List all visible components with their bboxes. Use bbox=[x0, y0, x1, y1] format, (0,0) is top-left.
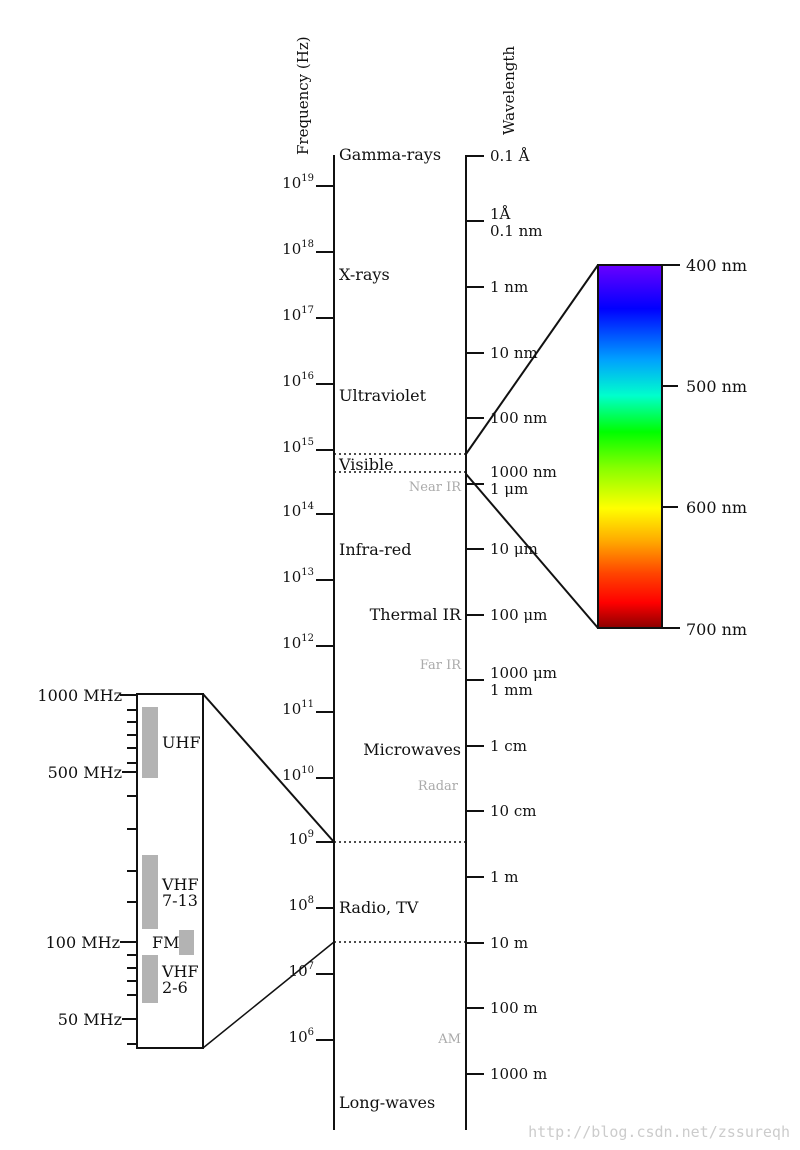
band-dividers bbox=[334, 453, 466, 943]
band-radio-tv: Radio, TV bbox=[339, 898, 419, 917]
freq-label: 1012 bbox=[282, 633, 314, 652]
watermark: http://blog.csdn.net/zssureqh bbox=[528, 1123, 790, 1141]
freq-label: 1019 bbox=[282, 173, 314, 192]
note-radar: Radar bbox=[418, 779, 459, 794]
uhf-bar bbox=[142, 707, 158, 778]
radio-label-500mhz: 500 MHz bbox=[48, 763, 122, 782]
wl-label: 100 nm bbox=[490, 409, 547, 427]
freq-label: 1011 bbox=[282, 699, 314, 718]
wl-label: 1 m bbox=[490, 868, 519, 886]
freq-label: 1013 bbox=[282, 567, 314, 586]
wl-label: 10 cm bbox=[490, 802, 536, 820]
wl-label: 10 m bbox=[490, 934, 528, 952]
band-x-rays: X-rays bbox=[339, 265, 390, 284]
wl-label: 0.1 nm bbox=[490, 222, 543, 240]
wl-label: 100 μm bbox=[490, 606, 547, 624]
note-near-ir: Near IR bbox=[409, 480, 462, 495]
band-long-waves: Long-waves bbox=[339, 1093, 435, 1112]
radio-label-1000mhz: 1000 MHz bbox=[37, 686, 122, 705]
sub-band-notes: Near IR Far IR Radar AM bbox=[409, 480, 462, 1047]
visible-spectrum-zoom: 400 nm 500 nm 600 nm 700 nm bbox=[465, 256, 747, 639]
wl-label: 1000 m bbox=[490, 1065, 547, 1083]
wl-label: 1 mm bbox=[490, 681, 533, 699]
wl-label: 100 m bbox=[490, 999, 538, 1017]
radio-label-50mhz: 50 MHz bbox=[58, 1010, 122, 1029]
frequency-axis-title: Frequency (Hz) bbox=[294, 36, 312, 155]
wavelength-axis-title: Wavelength bbox=[500, 46, 518, 135]
wl-label: 1 nm bbox=[490, 278, 528, 296]
radio-band-fm: FM bbox=[152, 933, 179, 952]
band-microwaves: Microwaves bbox=[363, 740, 461, 759]
radio-band-uhf: UHF bbox=[162, 733, 201, 752]
note-far-ir: Far IR bbox=[420, 658, 462, 673]
band-thermal-ir: Thermal IR bbox=[370, 605, 462, 624]
wl-label: 10 nm bbox=[490, 344, 538, 362]
wavelength-ticks bbox=[466, 155, 484, 1075]
band-gamma-rays: Gamma-rays bbox=[339, 145, 441, 164]
freq-label: 106 bbox=[289, 1027, 314, 1046]
freq-label: 108 bbox=[289, 895, 314, 914]
wavelength-tick-labels: 0.1 Å 1Å 0.1 nm 1 nm 10 nm 100 nm 1000 n… bbox=[490, 147, 557, 1083]
freq-label: 1010 bbox=[282, 765, 314, 784]
wl-label: 0.1 Å bbox=[490, 147, 530, 165]
radio-band-vhf-low-sub: 2-6 bbox=[162, 978, 188, 997]
spectrum-label-600: 600 nm bbox=[686, 498, 747, 517]
band-ultraviolet: Ultraviolet bbox=[339, 386, 427, 405]
freq-label: 1017 bbox=[282, 305, 314, 324]
wl-label: 1 cm bbox=[490, 737, 527, 755]
wl-label: 1000 nm bbox=[490, 463, 557, 481]
radio-band-vhf-high: VHF bbox=[161, 875, 199, 894]
radio-detail-ticks bbox=[120, 694, 137, 1045]
spectrum-label-700: 700 nm bbox=[686, 620, 747, 639]
radio-label-100mhz: 100 MHz bbox=[46, 933, 120, 952]
radio-detail-zoom: 1000 MHz 500 MHz 100 MHz 50 MHz UHF VHF … bbox=[37, 686, 335, 1049]
band-infra-red: Infra-red bbox=[339, 540, 412, 559]
freq-label: 1015 bbox=[282, 437, 314, 456]
radio-bars bbox=[142, 707, 194, 1003]
wl-label: 1000 μm bbox=[490, 664, 557, 682]
wl-label: 1Å bbox=[490, 205, 511, 223]
freq-label: 1014 bbox=[282, 501, 314, 520]
radio-band-vhf-low: VHF bbox=[161, 962, 199, 981]
freq-label: 1016 bbox=[282, 371, 314, 390]
band-names: Gamma-rays X-rays Ultraviolet Visible In… bbox=[338, 145, 462, 1112]
spectrum-label-400: 400 nm bbox=[686, 256, 747, 275]
freq-label: 1018 bbox=[282, 239, 314, 258]
spectrum-label-500: 500 nm bbox=[686, 377, 747, 396]
wl-label: 1 μm bbox=[490, 480, 528, 498]
zoom-line-top bbox=[465, 264, 599, 455]
visible-spectrum-bar bbox=[597, 264, 663, 629]
zoom-line-bottom bbox=[465, 473, 599, 629]
radio-zoom-line-top bbox=[202, 693, 335, 843]
vhf-7-13-bar bbox=[142, 855, 158, 929]
freq-label: 107 bbox=[289, 961, 314, 980]
freq-label: 109 bbox=[289, 829, 314, 848]
fm-bar bbox=[179, 930, 194, 955]
vhf-2-6-bar bbox=[142, 955, 158, 1003]
radio-band-vhf-high-sub: 7-13 bbox=[162, 891, 198, 910]
frequency-tick-labels: 1019 1018 1017 1016 1015 1014 1013 1012 … bbox=[282, 173, 314, 1046]
radio-zoom-line-bottom bbox=[202, 941, 335, 1049]
frequency-ticks bbox=[316, 185, 334, 1041]
note-am: AM bbox=[437, 1032, 461, 1047]
band-visible: Visible bbox=[338, 455, 394, 474]
